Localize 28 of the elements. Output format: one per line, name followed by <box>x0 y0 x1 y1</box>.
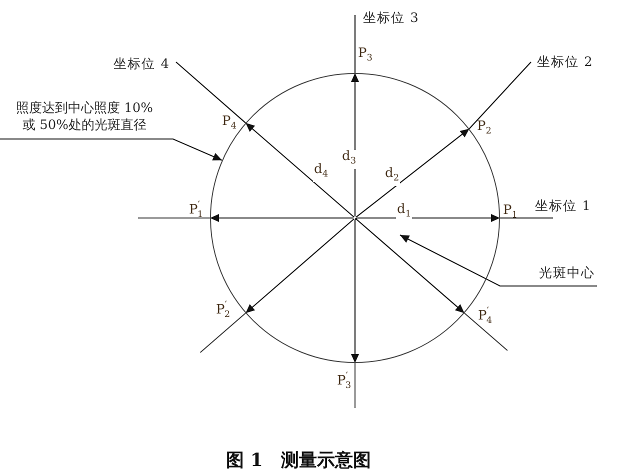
point-label: P$_{1}$ <box>500 201 520 219</box>
arrow <box>356 218 465 314</box>
arrow <box>356 214 500 222</box>
arrow <box>245 218 354 314</box>
arrow <box>356 128 470 218</box>
position-label: 坐标位 4 <box>106 56 176 76</box>
leader-line <box>0 138 222 161</box>
point-label: P$_{3}$ <box>355 46 377 73</box>
position-label: 坐标位 3 <box>355 10 425 30</box>
arrow <box>350 220 360 363</box>
extension-line <box>176 62 246 124</box>
edge-label: d$_{2}$ <box>384 167 400 186</box>
edge-label: d$_{3}$ <box>341 150 358 169</box>
extension-line <box>468 62 532 130</box>
position-label: 坐标位 1 <box>532 198 602 218</box>
position-label: 坐标位 2 <box>531 54 601 74</box>
arrow <box>210 214 354 222</box>
edge-label: d$_{4}$ <box>313 163 330 182</box>
figure-caption: 图 1 测量示意图 <box>225 449 372 472</box>
extension-line <box>354 15 356 73</box>
callout-text: 照度达到中心照度 10%或 50%处的光斑直径 <box>0 100 173 139</box>
callout-text: 光斑中心 <box>530 266 597 286</box>
extension-line <box>500 217 553 219</box>
arrow <box>350 73 360 216</box>
point-label: P$_{4}$ <box>220 112 246 132</box>
leader-line <box>400 234 597 287</box>
arrow <box>245 122 354 218</box>
point-label: P$_{2}$ <box>469 116 493 138</box>
